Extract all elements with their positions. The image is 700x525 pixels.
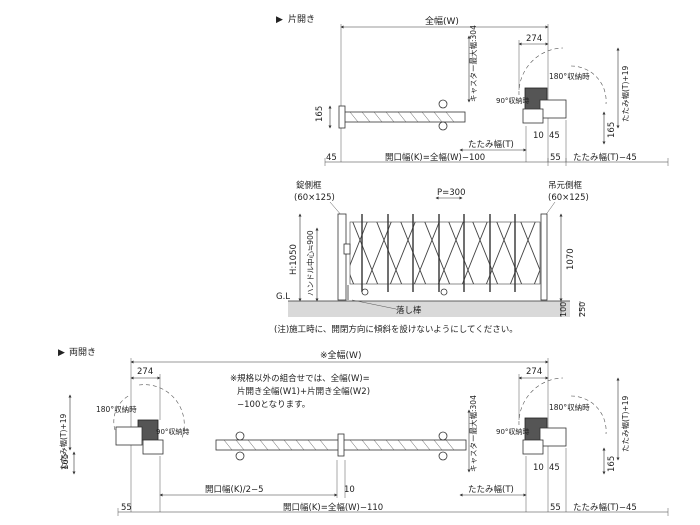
lock-frame-size: (60×125) <box>294 193 335 203</box>
handle-center-label: ハンドル中心≒900 <box>305 230 315 296</box>
caster-wheel <box>235 431 245 441</box>
folded-gate-180-right <box>539 427 567 447</box>
caster-wheel <box>438 121 448 131</box>
dim-45-left-label: 45 <box>326 153 337 163</box>
dim-274-label: 274 <box>526 34 542 44</box>
dim-165-right-label: 165 <box>607 122 617 138</box>
dim-274-left-label: 274 <box>137 367 153 377</box>
caster <box>361 288 369 296</box>
caster <box>440 288 448 296</box>
single-swing-marker: ▶ <box>276 15 283 25</box>
double-swing-marker: ▶ <box>58 348 65 358</box>
construction-note: (注)施工時に、開閉方向に傾斜を設けないようにしてください。 <box>274 324 518 335</box>
stow-arc <box>138 384 185 439</box>
fold-width-label: たたみ幅(T) <box>468 139 514 150</box>
dim-45-right-label: 45 <box>549 463 560 473</box>
dim-250-label: 250 <box>578 302 587 317</box>
fold-width-label: たたみ幅(T) <box>468 484 514 495</box>
single-swing-plan: ▶ 片開き 全幅(W) 274 キャスター最大幅:304 165 180°収納時… <box>276 13 669 166</box>
hinge-frame-size: (60×125) <box>548 193 589 203</box>
folded-gate-180-left <box>115 426 143 446</box>
single-swing-title: 片開き <box>288 13 315 25</box>
caster-wheel <box>438 431 448 441</box>
leader-line <box>351 299 397 310</box>
dim-55-label: 55 <box>550 153 561 163</box>
fold-plus-left-label: たたみ幅(T)+19 <box>58 414 68 470</box>
pitch-label: P=300 <box>437 188 465 198</box>
dim-10-right-label: 10 <box>533 463 544 473</box>
drop-rod-label: 落し棒 <box>396 305 422 316</box>
opening-label: 開口幅(K)=全幅(W)−110 <box>283 502 383 513</box>
lattice-posts <box>361 214 516 292</box>
gate-mesh <box>349 111 455 123</box>
lattice-panel <box>349 221 541 285</box>
height-label: H:1050 <box>289 244 299 275</box>
caster-wheel <box>235 451 245 461</box>
stow-arc <box>570 395 607 435</box>
dim-10-label: 10 <box>533 131 544 141</box>
stow-90-label: 90°収納時 <box>496 96 529 105</box>
dim-100-label: 100 <box>559 302 568 317</box>
dim-55-left-label: 55 <box>121 503 132 513</box>
dim-165-left-label: 165 <box>315 106 325 122</box>
stow-arc <box>518 47 564 96</box>
gate-body <box>342 111 466 123</box>
elevation-view: 錠側框 (60×125) P=300 吊元側框 (60×125) G.L 落し棒 <box>274 180 589 335</box>
dim-55-right-label: 55 <box>550 503 561 513</box>
stow-arc <box>518 377 564 426</box>
stow-180-label: 180°収納時 <box>549 71 590 81</box>
caster-max-label: キャスター最大幅:304 <box>468 395 478 472</box>
dim-165-right-label: 165 <box>607 456 617 472</box>
caster-wheel <box>438 99 448 109</box>
dim-274-right-label: 274 <box>526 367 542 377</box>
handle <box>343 243 351 255</box>
fold-plus-right-label: たたみ幅(T)+19 <box>620 396 630 452</box>
spec-note-line-1: ※規格以外の組合せでは、全幅(W)= <box>230 373 370 384</box>
caster-max-label: キャスター最大幅:304 <box>468 25 478 102</box>
dim-165-left-label: 165 <box>61 454 71 470</box>
fold-minus-label: たたみ幅(T)−45 <box>573 152 637 163</box>
dim-1070-label: 1070 <box>566 248 576 270</box>
stow-180-left-label: 180°収納時 <box>96 404 137 414</box>
opening-label: 開口幅(K)=全幅(W)−100 <box>385 152 485 163</box>
folded-gate-180 <box>539 99 567 119</box>
spec-note-line-3: −100となります。 <box>237 400 310 410</box>
fold-plus-label: たたみ幅(T)+19 <box>620 66 630 122</box>
total-width-label: 全幅(W) <box>425 15 459 27</box>
gate-mesh <box>349 439 455 451</box>
center-stile <box>337 433 345 457</box>
stow-90-right-label: 90°収納時 <box>496 427 529 436</box>
gl-label: G.L <box>276 292 290 302</box>
dim-10-center-label: 10 <box>344 485 355 495</box>
hinge-side-stile <box>540 213 548 301</box>
stow-90-left-label: 90°収納時 <box>156 427 189 436</box>
caster-wheel <box>438 451 448 461</box>
lock-side-stile <box>337 213 347 301</box>
stow-arc <box>570 65 607 105</box>
double-swing-title: 両開き <box>69 347 96 358</box>
spec-note-line-2: 片開き全幅(W1)+片開き全幅(W2) <box>237 386 370 397</box>
ground-hatch <box>288 301 570 317</box>
half-opening-label: 開口幅(K)/2−5 <box>205 484 264 495</box>
dim-45-right-label: 45 <box>549 131 560 141</box>
lock-stile <box>338 105 346 129</box>
lock-frame-label: 錠側框 <box>296 180 322 191</box>
stow-180-right-label: 180°収納時 <box>549 402 590 412</box>
gate-mesh <box>223 439 329 451</box>
total-width-label: ※全幅(W) <box>320 349 361 361</box>
hinge-post <box>522 108 544 124</box>
stow-arc <box>113 394 131 431</box>
hinge-frame-label: 吊元側框 <box>548 180 583 191</box>
double-swing-plan: ▶ 両開き ※全幅(W) 274 274 ※規格以外の組合せでは、全幅(W)= … <box>58 347 669 516</box>
hinge-post-right <box>522 439 544 455</box>
hinge-post-left <box>142 439 164 455</box>
fold-minus-label: たたみ幅(T)−45 <box>573 502 637 513</box>
